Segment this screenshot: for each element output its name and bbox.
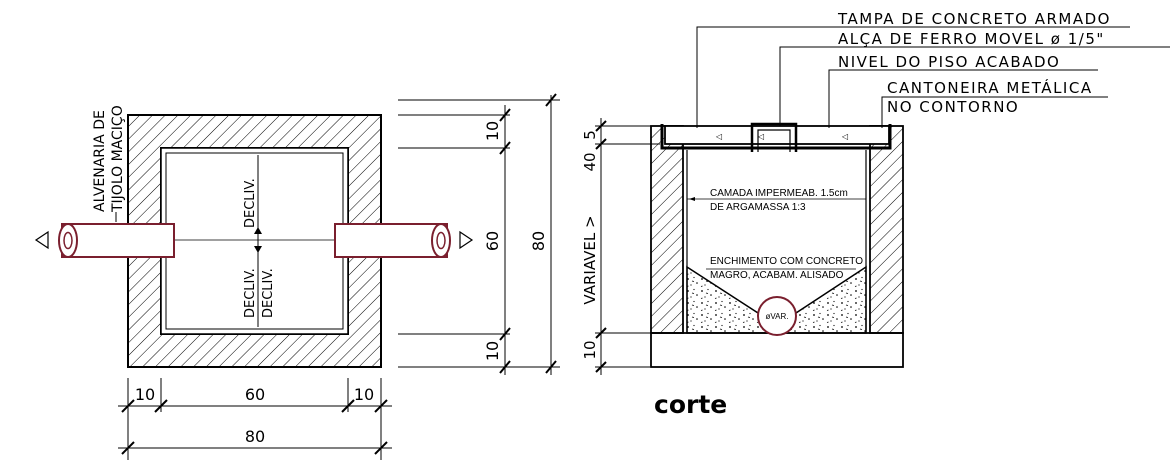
- dim-plan-inner-h: 60: [245, 385, 265, 404]
- plan-vertical-dims: 10 60 10 80: [398, 93, 560, 375]
- dim-section-base: 10: [581, 340, 599, 359]
- section-title: corte: [654, 390, 727, 419]
- section-wall-right: [869, 125, 904, 334]
- callout-handle: ALÇA DE FERRO MOVEL ø 1/5": [838, 30, 1105, 48]
- dim-plan-bottom-wall: 10: [483, 341, 502, 361]
- section-callouts: TAMPA DE CONCRETO ARMADO ALÇA DE FERRO M…: [696, 10, 1170, 128]
- dim-section-lid: 5: [581, 130, 599, 140]
- plan-slope-label-right: DECLIV.: [261, 268, 276, 318]
- plan-slope-label-left: DECLIV.: [243, 268, 258, 318]
- note-fill-1: ENCHIMENTO COM CONCRETO: [710, 256, 863, 267]
- section-dims: 5 40 VARIAVEL > 10: [581, 118, 660, 375]
- dim-plan-right-wall: 10: [354, 385, 374, 404]
- plan-wall-label-2: TIJOLO MACIÇO: [110, 105, 126, 213]
- section-lid-handle: [750, 122, 798, 152]
- plan-wall-label-1: ALVENARIA DE: [92, 110, 108, 212]
- section-pipe: [757, 296, 797, 336]
- plan-pipe-left: [34, 223, 175, 258]
- section-wall-left: [650, 125, 684, 334]
- plan-horizontal-dims: 10 60 10 80: [118, 378, 392, 460]
- callout-angle-2: NO CONTORNO: [887, 98, 1019, 116]
- plan-inner-lining: [160, 147, 349, 335]
- dim-plan-inner-v: 60: [483, 231, 502, 251]
- svg-text:◁: ◁: [841, 132, 848, 141]
- dim-section-top: 40: [581, 152, 599, 171]
- callout-floor-level: NIVEL DO PISO ACABADO: [838, 53, 1060, 71]
- section-base-slab: [650, 332, 904, 368]
- dim-section-variable: VARIAVEL >: [581, 215, 599, 304]
- section-pipe-label: øVAR.: [766, 312, 789, 321]
- section-lid: [664, 125, 890, 145]
- plan-view: DECLIV. DECLIV. DECLIV. ALVENARIA DE TIJ…: [34, 93, 560, 460]
- svg-text:◁: ◁: [757, 132, 764, 141]
- callout-angle-1: CANTONEIRA METÁLICA: [887, 78, 1093, 97]
- plan-slope-label-top: DECLIV.: [243, 178, 258, 228]
- dim-plan-left-wall: 10: [135, 385, 155, 404]
- note-fill-2: MAGRO, ACABAM. ALISADO: [710, 270, 844, 281]
- dim-plan-total-v: 80: [529, 231, 548, 251]
- note-lining-2: DE ARGAMASSA 1:3: [710, 202, 806, 213]
- note-lining-1: CAMADA IMPERMEAB. 1.5cm: [710, 188, 848, 199]
- callout-lid: TAMPA DE CONCRETO ARMADO: [837, 10, 1111, 28]
- section-view: øVAR. ◁ ◁ ◁ CAMADA IMPERMEAB. 1.5cm DE A…: [581, 10, 1170, 419]
- dim-plan-top-wall: 10: [483, 121, 502, 141]
- plan-pipe-right: [334, 223, 474, 258]
- svg-text:◁: ◁: [715, 132, 722, 141]
- dim-plan-total-h: 80: [245, 427, 265, 446]
